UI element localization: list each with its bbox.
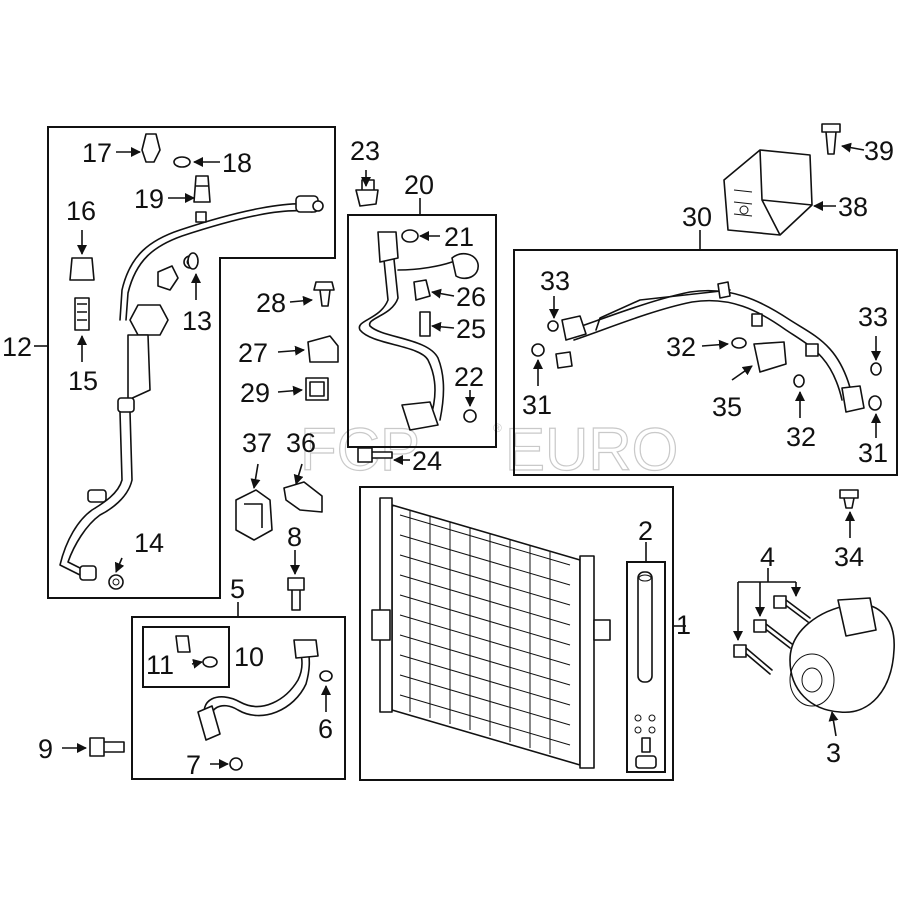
- callout-5: 5: [230, 574, 245, 604]
- part-bracket-27: [307, 335, 339, 363]
- part-valve-25: [419, 311, 431, 337]
- callout-33a: 33: [540, 266, 570, 296]
- callout-37: 37: [242, 428, 272, 458]
- part-bolt-8: [287, 577, 305, 611]
- drier-2: [634, 571, 657, 769]
- watermark: FCP EURO ®: [299, 415, 679, 483]
- frame-group-1: [359, 486, 674, 781]
- callout-32b: 32: [786, 422, 816, 452]
- part-valve-block-38: [723, 149, 813, 236]
- frame-group-20: [347, 214, 497, 448]
- callout-29: 29: [240, 378, 270, 408]
- part-oring-22: [463, 409, 477, 423]
- frame-group-30: [513, 249, 898, 476]
- callout-numbers: 1 2 3 4 5 6 7 8 9 10 11 12 13 14 15 16 1…: [2, 136, 894, 780]
- part-valve-15: [74, 297, 90, 331]
- callout-7: 7: [186, 750, 201, 780]
- callout-33b: 33: [858, 302, 888, 332]
- part-oring-7: [229, 757, 243, 771]
- part-sensor-11: [175, 635, 191, 653]
- frame-group-10: [142, 626, 230, 688]
- part-oring-33a: [547, 320, 559, 332]
- callout-31a: 31: [522, 390, 552, 420]
- callout-20: 20: [404, 170, 434, 200]
- callout-39: 39: [864, 136, 894, 166]
- part-cap-16: [69, 257, 95, 281]
- callout-34: 34: [834, 542, 864, 572]
- part-bolt-9: [89, 737, 125, 757]
- callout-36: 36: [286, 428, 316, 458]
- callout-38: 38: [838, 192, 868, 222]
- part-screw-39: [821, 123, 841, 155]
- part-oring-32a: [731, 337, 747, 349]
- part-bolts-4: [733, 595, 811, 675]
- callout-14: 14: [134, 528, 164, 558]
- callout-9: 9: [38, 734, 53, 764]
- part-oring-31b: [868, 395, 882, 411]
- part-screw-34: [839, 489, 859, 509]
- part-bracket-36: [283, 481, 323, 513]
- callout-4: 4: [760, 542, 775, 572]
- callout-11: 11: [146, 650, 174, 680]
- part-screw-28: [313, 281, 335, 307]
- frame-group-12: [47, 126, 336, 599]
- ac-hose-assembly-5: [197, 639, 319, 741]
- condenser-1: [371, 497, 611, 769]
- compressor-3: [789, 597, 895, 713]
- callout-26: 26: [456, 282, 486, 312]
- callout-12: 12: [2, 332, 32, 362]
- callout-15: 15: [68, 366, 98, 396]
- callout-13: 13: [182, 306, 212, 336]
- callout-19: 19: [134, 184, 164, 214]
- part-bracket-37: [235, 489, 273, 541]
- part-oring-13: [187, 252, 199, 270]
- callout-22: 22: [454, 362, 484, 392]
- ac-line-assembly-12: [59, 195, 324, 581]
- callout-18: 18: [222, 148, 252, 178]
- callout-27: 27: [238, 338, 268, 368]
- part-sensor-17: [141, 133, 161, 163]
- watermark-mark: ®: [493, 421, 502, 435]
- part-oring-18: [173, 156, 191, 168]
- part-oring-14: [108, 574, 124, 590]
- leader-lines: [34, 142, 881, 769]
- part-oring-10: [202, 656, 218, 668]
- callout-8: 8: [287, 522, 302, 552]
- ac-line-assembly-20: [358, 231, 479, 431]
- callout-10: 10: [234, 642, 264, 672]
- callout-30: 30: [682, 202, 712, 232]
- part-oring-33b: [870, 362, 882, 376]
- callout-25: 25: [456, 314, 486, 344]
- callout-17: 17: [82, 138, 112, 168]
- part-sensor-35: [753, 341, 787, 373]
- part-clip-29: [305, 377, 329, 401]
- part-oring-32b: [793, 374, 805, 388]
- part-oring-21: [401, 229, 419, 243]
- part-cap-26: [413, 279, 431, 301]
- callout-2: 2: [638, 516, 653, 546]
- callout-16: 16: [66, 196, 96, 226]
- part-oring-6: [319, 670, 333, 682]
- callout-6: 6: [318, 714, 333, 744]
- callout-28: 28: [256, 288, 286, 318]
- watermark-word: EURO: [505, 416, 678, 483]
- callout-1: 1: [676, 610, 691, 640]
- part-oring-31a: [531, 343, 545, 357]
- part-pushpin-23: [355, 179, 379, 207]
- ac-line-assembly-30: [555, 281, 865, 413]
- callout-31b: 31: [858, 438, 888, 468]
- callout-21: 21: [444, 222, 474, 252]
- callout-24: 24: [412, 446, 442, 476]
- callout-23: 23: [350, 136, 380, 166]
- part-valve-19: [193, 175, 211, 203]
- callout-3: 3: [826, 738, 841, 768]
- callout-35: 35: [712, 392, 742, 422]
- part-bolt-24: [357, 447, 393, 463]
- callout-32a: 32: [666, 332, 696, 362]
